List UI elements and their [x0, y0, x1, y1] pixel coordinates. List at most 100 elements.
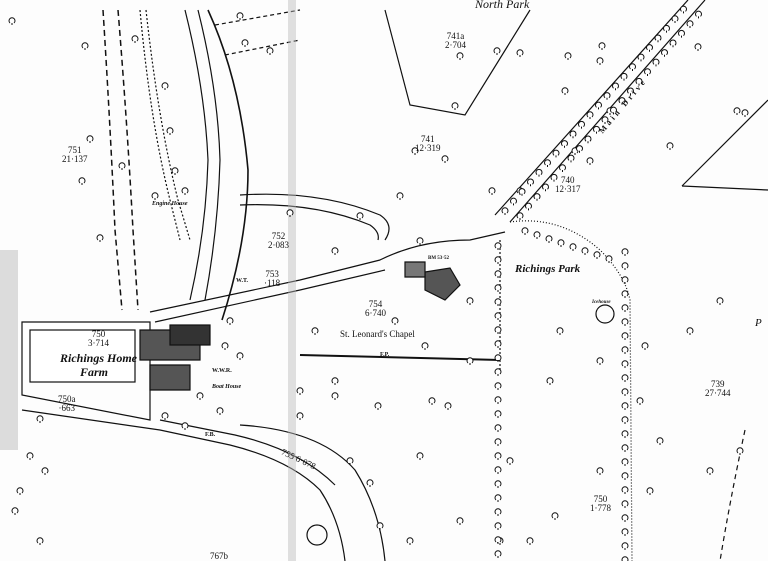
tree-icon [451, 102, 459, 110]
tree-icon [221, 342, 229, 350]
tree-icon [612, 82, 619, 91]
tree-icon [598, 42, 606, 50]
farm-yard [29, 329, 136, 383]
towpath [139, 9, 181, 241]
tree-icon [521, 227, 529, 235]
tree-icon [680, 5, 687, 14]
tree-icon [331, 392, 339, 400]
tree-icon [661, 49, 668, 57]
tree-icon [494, 508, 502, 516]
tree-icon [456, 517, 464, 525]
parcel-750a: 750a·663 [58, 394, 76, 413]
tree-icon [621, 346, 629, 354]
tree-icon [181, 422, 189, 430]
tree-icon [686, 20, 694, 28]
label-st-leonards-chapel: St. Leonard's Chapel [340, 329, 415, 339]
tree-icon [569, 130, 577, 139]
tree-icon [506, 457, 514, 465]
tree-icon [716, 297, 724, 305]
road-farm-park [149, 231, 506, 313]
tree-icon [296, 387, 304, 395]
river-west-bank [184, 9, 209, 301]
tree-icon [654, 34, 662, 43]
tree-icon [416, 452, 424, 460]
tree-icon [494, 368, 502, 376]
tree-icon [621, 360, 629, 368]
tree-icon [736, 447, 744, 455]
tree-icon [494, 438, 502, 446]
tree-icon [494, 340, 502, 348]
tree-icon [652, 58, 660, 67]
tree-icon [78, 177, 86, 185]
tree-icon [637, 53, 645, 62]
tree-icon [376, 522, 384, 530]
tree-icon [311, 327, 319, 335]
east-field-boundary [681, 99, 768, 191]
label-farm: Farm [80, 365, 109, 379]
tree-icon [181, 187, 189, 195]
tree-icon [11, 507, 19, 515]
tree-icon [494, 424, 502, 432]
tree-icon [644, 68, 651, 76]
scan-shadow-left [0, 250, 18, 450]
label-fp: F.P. [380, 352, 390, 358]
tree-icon [494, 284, 502, 292]
north-park-boundary [384, 9, 531, 116]
tree-icon [535, 168, 543, 177]
tree-icon [552, 149, 560, 158]
tree-icon [621, 430, 629, 438]
tree-icon [494, 466, 502, 474]
farm-barn [169, 324, 211, 346]
label-wwr: W.W.R. [212, 368, 232, 374]
tree-icon [356, 212, 364, 220]
tree-icon [610, 106, 617, 115]
tree-icon [556, 327, 564, 335]
tree-icon [621, 374, 629, 382]
tree-icon [161, 82, 169, 90]
tree-icon [527, 178, 534, 187]
tree-icon [466, 357, 474, 365]
tree-icon [671, 15, 679, 23]
tree-icon [441, 155, 449, 163]
tree-icon [605, 255, 613, 263]
label-engine-house: Engine House [152, 201, 188, 207]
tree-icon [533, 193, 541, 201]
tree-icon [494, 480, 502, 488]
tree-icon [26, 452, 34, 460]
tree-icon [411, 147, 419, 155]
label-fb: F.B. [205, 432, 216, 438]
tree-icon [36, 537, 44, 545]
tree-icon [86, 135, 94, 143]
tree-icon [641, 342, 649, 350]
tree-icon [621, 472, 629, 480]
tree-icon [81, 42, 89, 50]
tree-icon [596, 467, 604, 475]
tree-icon [694, 43, 702, 51]
tree-icon [444, 402, 452, 410]
tree-icon [226, 317, 234, 325]
tree-icon [586, 111, 594, 119]
tree-icon [494, 550, 502, 558]
tree-icon [171, 167, 179, 175]
tree-icon [621, 402, 629, 410]
label-icehouse: Icehouse [592, 300, 611, 305]
tree-icon [428, 397, 436, 405]
tree-icon [629, 63, 636, 71]
tree-icon [669, 39, 677, 48]
tree-icon [131, 35, 139, 43]
farm-south-track [21, 409, 346, 561]
tree-icon [542, 183, 549, 192]
tree-icon [544, 159, 551, 167]
tree-icon [494, 396, 502, 404]
tree-icon [406, 537, 414, 545]
south-roundel [306, 524, 328, 546]
tree-icon [557, 239, 565, 247]
tree-icon [636, 397, 644, 405]
tree-icon [266, 47, 274, 55]
tree-icon [621, 444, 629, 452]
tree-icon [576, 145, 583, 153]
tree-icon [621, 290, 629, 298]
